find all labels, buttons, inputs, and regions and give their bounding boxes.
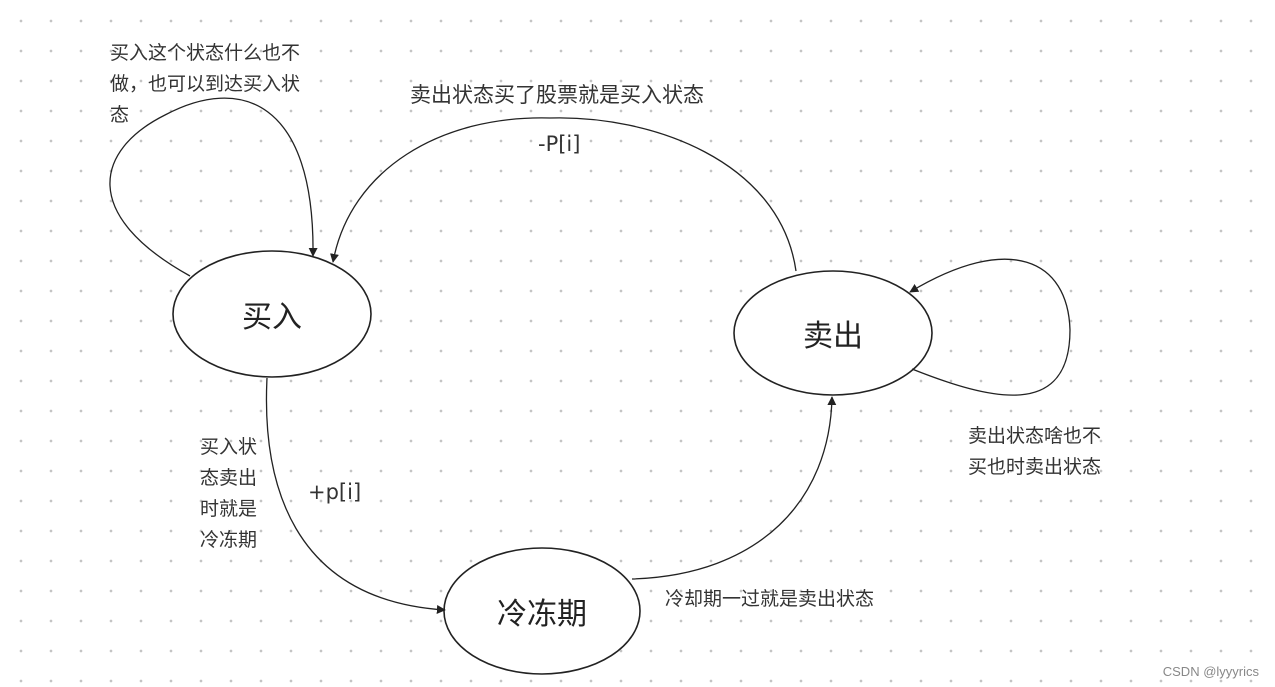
node-buy-label: 买入 <box>242 300 302 335</box>
sell-to-buy-value: -P[i] <box>538 132 581 156</box>
edge-sell-self-loop[interactable] <box>909 258 1071 396</box>
edge-cooldown-to-sell[interactable] <box>631 396 837 580</box>
buy-self-loop-note: 买入这个状态什么也不 做，也可以到达买入状 态 <box>110 38 300 131</box>
sell-self-loop-note-line: 卖出状态啥也不 <box>968 425 1102 447</box>
buy-to-cooldown-note: 买入状 态卖出 时就是 冷冻期 <box>200 432 257 556</box>
edge-buy-self-loop[interactable] <box>109 97 318 277</box>
node-sell-label: 卖出 <box>803 319 863 354</box>
buy-self-loop-note-line: 买入这个状态什么也不 <box>110 42 301 64</box>
buy-to-cooldown-note-line: 时就是 <box>200 498 258 520</box>
node-buy[interactable] <box>172 250 372 378</box>
watermark: CSDN @lyyyrics <box>1162 664 1259 679</box>
sell-self-loop-note: 卖出状态啥也不 买也时卖出状态 <box>968 421 1101 483</box>
buy-self-loop-note-line: 态 <box>110 104 130 126</box>
buy-to-cooldown-note-line: 冷冻期 <box>200 529 258 551</box>
buy-to-cooldown-note-line: 买入状 <box>200 436 258 458</box>
sell-to-buy-note: 卖出状态买了股票就是买入状态 <box>410 83 704 107</box>
buy-self-loop-note-line: 做，也可以到达买入状 <box>110 73 301 95</box>
node-sell[interactable] <box>733 270 933 396</box>
node-cooldown-label: 冷冻期 <box>497 597 587 632</box>
edge-sell-to-buy[interactable] <box>330 117 797 272</box>
buy-to-cooldown-note-line: 态卖出 <box>200 467 258 489</box>
buy-to-cooldown-value: +p[i] <box>308 480 362 504</box>
edge-buy-to-cooldown[interactable] <box>265 377 446 614</box>
sell-self-loop-note-line: 买也时卖出状态 <box>968 456 1102 478</box>
cooldown-to-sell-note: 冷却期一过就是卖出状态 <box>665 588 875 610</box>
